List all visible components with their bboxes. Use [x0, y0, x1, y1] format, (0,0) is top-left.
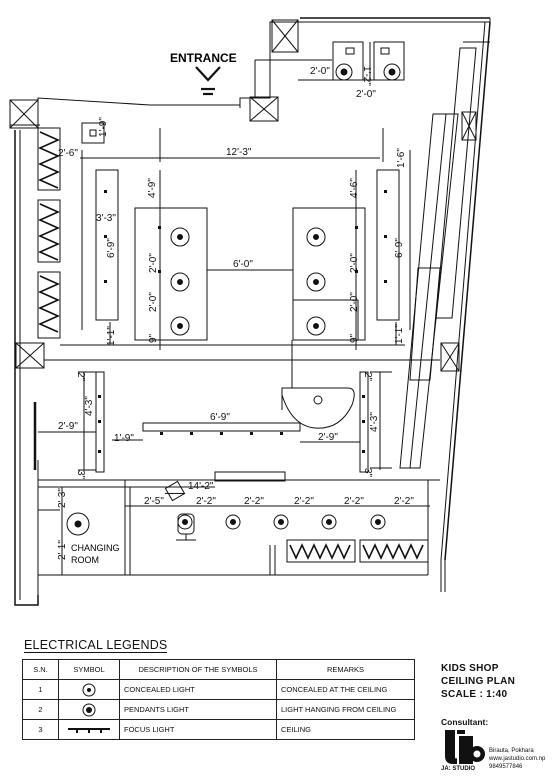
- dim-label: 6'-9": [106, 238, 117, 258]
- reception-counter: [281, 387, 355, 429]
- project-title: KIDS SHOP: [441, 663, 499, 674]
- toilet-area: [254, 41, 405, 97]
- header-symbol: SYMBOL: [58, 659, 120, 680]
- left-wall-racks: [37, 127, 61, 339]
- electrical-legend-table: S.N. SYMBOL DESCRIPTION OF THE SYMBOLS R…: [22, 659, 415, 740]
- table-row: 2 PENDANTS LIGHT LIGHT HANGING FROM CEIL…: [22, 699, 415, 720]
- dim-label: 1'-9": [114, 433, 134, 444]
- dim-label: 2'-9": [318, 432, 338, 443]
- lower-room-walls: [33, 402, 440, 605]
- legend-title: ELECTRICAL LEGENDS: [24, 638, 168, 652]
- central-ceiling-panels: [134, 207, 366, 341]
- header-remarks: REMARKS: [276, 659, 415, 680]
- concealed-lights: [66, 227, 386, 536]
- pendant-light-icon: [82, 703, 96, 716]
- consultant-address: Birauta, Pokhara: [489, 748, 534, 754]
- ceiling-plan-drawing: ENTRANCE CHANGING ROOM 2'-0" 1'-2" 2'-0"…: [9, 17, 491, 606]
- dim-label: 4'-3": [84, 396, 95, 416]
- legend-remarks: CEILING: [276, 719, 415, 740]
- drawing-title: CEILING PLAN: [441, 676, 516, 687]
- dim-label: 12'-3": [226, 147, 252, 158]
- dim-label: 2'-0": [349, 253, 360, 273]
- dim-label: 1'-1": [106, 326, 117, 346]
- focus-light-icon: [68, 728, 110, 733]
- changing-room-label-2: ROOM: [71, 555, 99, 565]
- legend-description: FOCUS LIGHT: [119, 719, 277, 740]
- dim-label: 2'-1": [57, 540, 68, 560]
- dim-label: 4'-3": [369, 412, 380, 432]
- dim-label: 4'-9": [147, 178, 158, 198]
- legend-header-row: S.N. SYMBOL DESCRIPTION OF THE SYMBOLS R…: [22, 659, 415, 680]
- structural-columns: [9, 19, 477, 372]
- dim-label: 3": [362, 468, 373, 478]
- dim-label: 2'-2": [294, 496, 314, 507]
- dim-label: 3'-3": [96, 213, 116, 224]
- legend-remarks: CONCEALED AT THE CEILING: [276, 679, 415, 700]
- ja-studio-logo-icon: [445, 730, 485, 764]
- header-description: DESCRIPTION OF THE SYMBOLS: [119, 659, 277, 680]
- dim-label: 9": [349, 333, 360, 343]
- entrance-arrow-icon: [195, 66, 221, 96]
- dim-label: 2'-0": [349, 292, 360, 312]
- dim-label: 2": [362, 372, 373, 382]
- dim-label: 1'-9": [98, 117, 109, 137]
- logo-caption: JA: STUDIO: [441, 766, 476, 772]
- dim-label: 2'-2": [244, 496, 264, 507]
- dim-label: 6'-9": [210, 412, 230, 423]
- dim-label: 6'-0": [233, 259, 253, 270]
- dim-label: 4'-6": [349, 178, 360, 198]
- consultant-website: www.jastudio.com.np: [489, 756, 546, 762]
- legend-sn: 2: [22, 699, 59, 720]
- consultant-contact: Birauta, Pokhara www.jastudio.com.np 984…: [489, 747, 545, 771]
- dim-label: 1'-1": [394, 324, 405, 344]
- legend-description: PENDANTS LIGHT: [119, 699, 277, 720]
- dim-label: 2'-5": [144, 496, 164, 507]
- dim-label: 2'-3": [57, 488, 68, 508]
- drawing-scale: SCALE : 1:40: [441, 689, 508, 700]
- legend-sn: 1: [22, 679, 59, 700]
- dim-label: 3": [75, 470, 86, 480]
- table-row: 3 FOCUS LIGHT CEILING: [22, 719, 415, 740]
- dim-label: 9": [148, 333, 159, 343]
- dim-label: 6'-9": [394, 238, 405, 258]
- header-sn: S.N.: [22, 659, 59, 680]
- legend-symbol-cell: [58, 679, 120, 700]
- dim-label: 2'-2": [196, 496, 216, 507]
- dim-label: 14'-2": [188, 481, 214, 492]
- legend-sn: 3: [22, 719, 59, 740]
- dim-label: 2'-2": [394, 496, 414, 507]
- dim-label: 1'-6": [396, 148, 407, 168]
- legend-title-underline: [24, 652, 167, 653]
- focus-light-tracks: [38, 371, 392, 473]
- dim-label: 2'-9": [58, 421, 78, 432]
- dim-label: 2'-0": [356, 89, 376, 100]
- dim-label: 2'-6": [58, 148, 78, 159]
- focus-light-dots: [98, 190, 387, 453]
- consultant-phone: 9849577846: [489, 764, 523, 770]
- legend-symbol-cell: [58, 719, 120, 740]
- legend-symbol-cell: [58, 699, 120, 720]
- dim-label: 2'-0": [148, 292, 159, 312]
- dim-label: 2'-0": [310, 66, 330, 77]
- dim-label: 2": [75, 372, 86, 382]
- dim-label: 2'-0": [148, 253, 159, 273]
- legend-description: CONCEALED LIGHT: [119, 679, 277, 700]
- consultant-label: Consultant:: [441, 717, 489, 727]
- entrance-label: ENTRANCE: [170, 51, 237, 65]
- drawing-title-block: KIDS SHOP CEILING PLAN SCALE : 1:40: [441, 662, 515, 701]
- dimension-labels: 2'-0" 1'-2" 2'-0" 2'-6" 1'-9" 12'-3" 1'-…: [57, 66, 414, 560]
- concealed-light-icon: [82, 683, 96, 696]
- legend-remarks: LIGHT HANGING FROM CEILING: [276, 699, 415, 720]
- right-wall-racks: [399, 41, 490, 469]
- changing-room-label: CHANGING: [71, 543, 120, 553]
- dim-label: 2'-2": [344, 496, 364, 507]
- table-row: 1 CONCEALED LIGHT CONCEALED AT THE CEILI…: [22, 679, 415, 700]
- dim-label: 1'-2": [361, 66, 372, 86]
